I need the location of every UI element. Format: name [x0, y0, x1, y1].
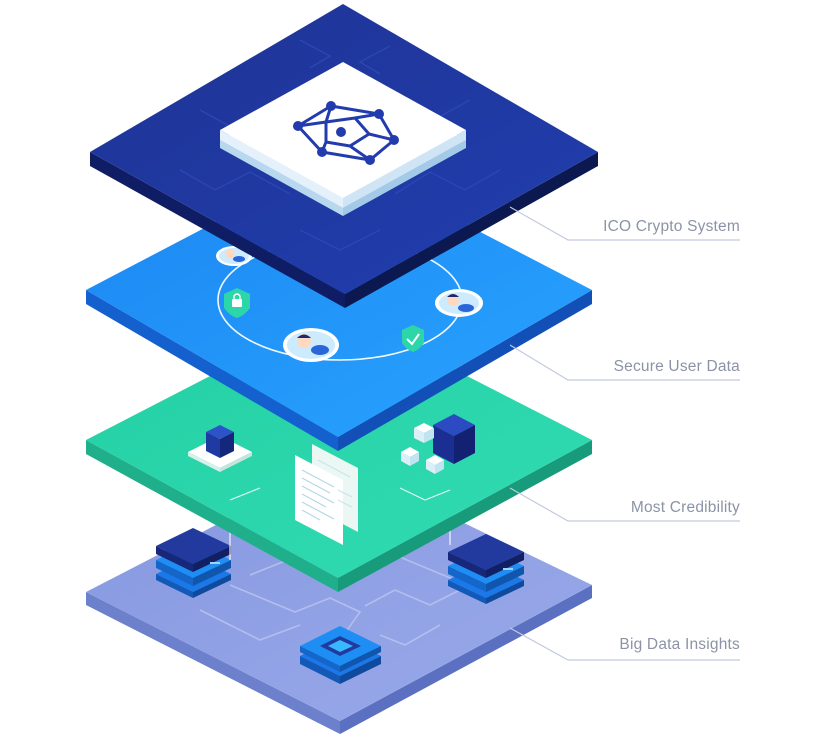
cube-icon: [401, 414, 475, 474]
label-big-data-insights: Big Data Insights: [619, 636, 740, 653]
label-ico-crypto-system: ICO Crypto System: [603, 218, 740, 235]
server-stack-icon: [448, 534, 524, 604]
check-shield-icon: [402, 325, 424, 352]
server-stack-icon: [156, 528, 231, 598]
cube-icon: [188, 425, 252, 472]
lock-icon: [224, 288, 250, 318]
label-secure-user-data: Secure User Data: [614, 358, 741, 375]
label-most-credibility: Most Credibility: [631, 499, 740, 516]
document-icon: [295, 444, 358, 545]
cpu-chip-icon: [300, 626, 381, 684]
label-connectors: [509, 206, 740, 661]
user-avatar-icon: [283, 328, 339, 362]
layer-ico-crypto-system: [90, 4, 598, 308]
layer-big-data: [86, 462, 592, 734]
network-nodes: [293, 101, 399, 165]
user-avatar-icon: [435, 289, 483, 317]
